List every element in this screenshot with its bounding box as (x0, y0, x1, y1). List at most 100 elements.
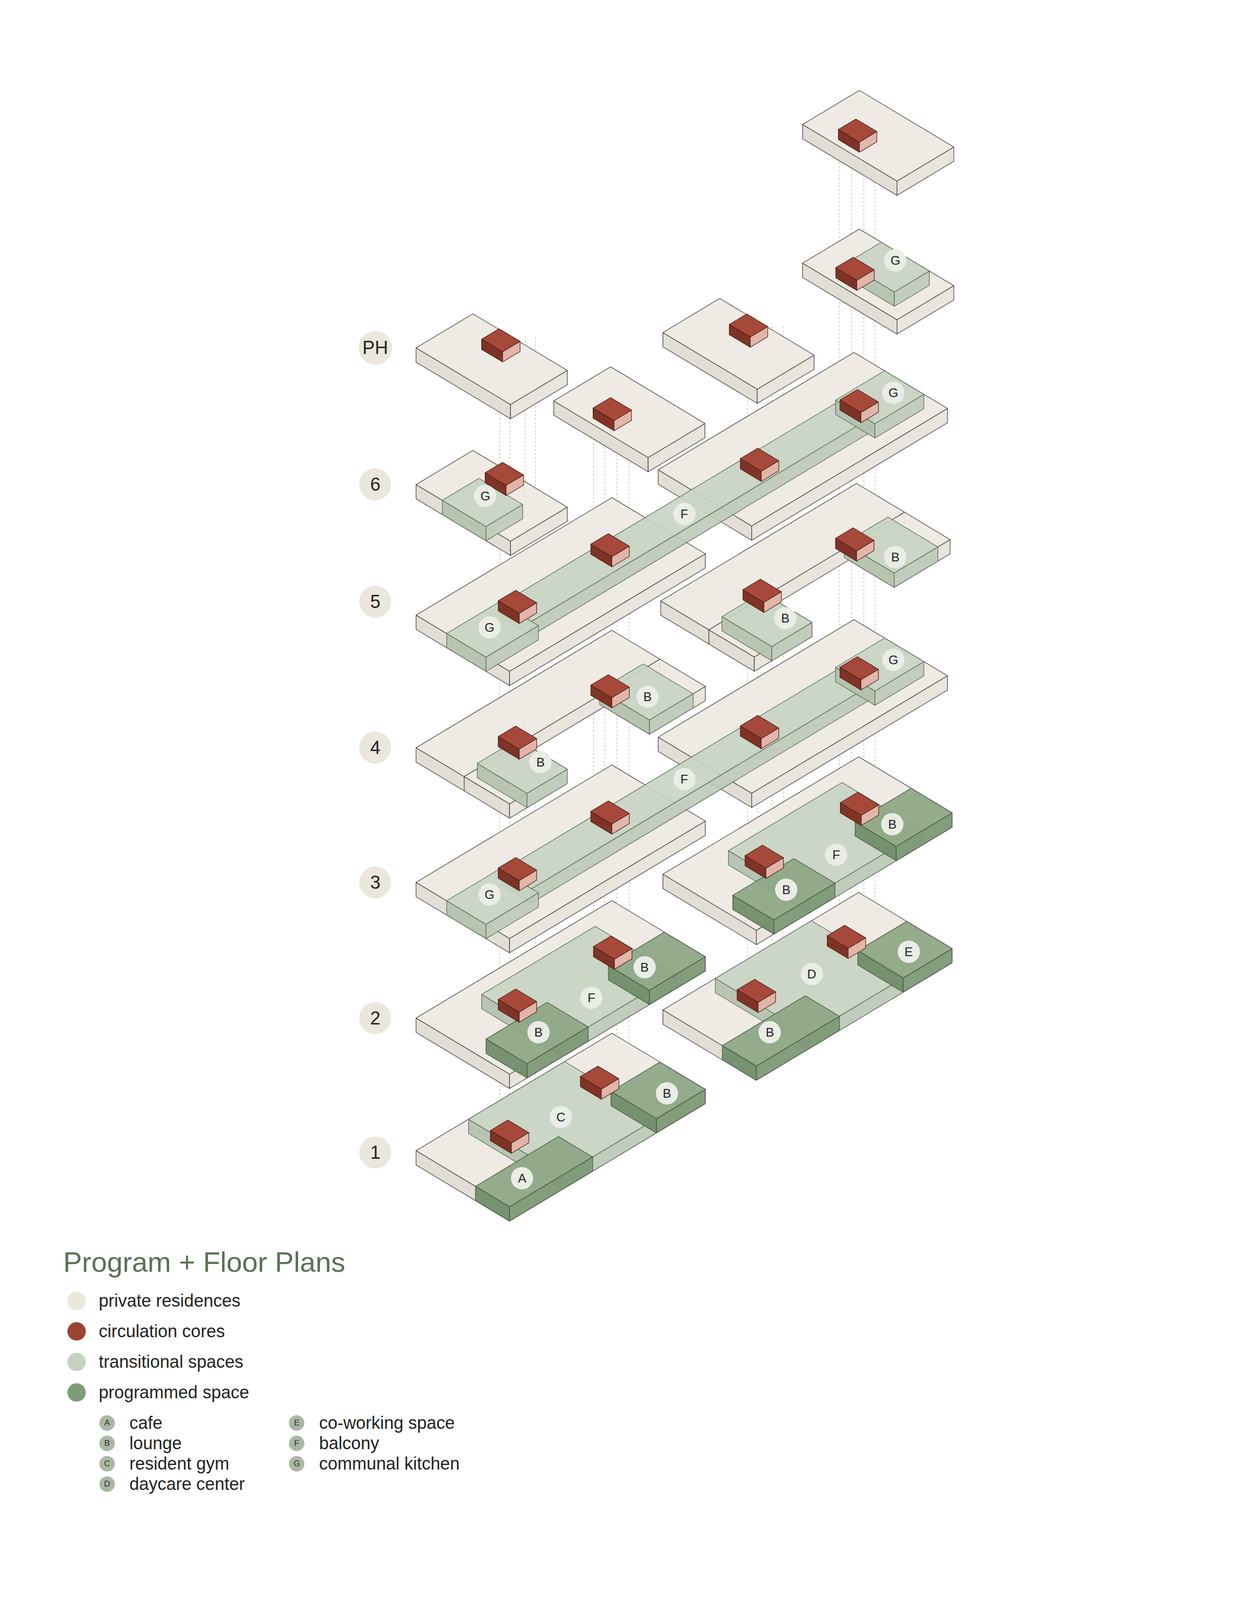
program-letter: B (536, 755, 545, 769)
program-letter: G (484, 620, 495, 634)
legend-label: programmed space (98, 1382, 250, 1402)
legend-letter-circle: E (288, 1414, 305, 1431)
program-tag: C (549, 1105, 572, 1128)
legend-label: cafe (129, 1412, 163, 1433)
program-letter: G (888, 386, 899, 399)
floor-slab (475, 1136, 593, 1207)
legend-letter: C (104, 1458, 111, 1469)
legend-key: Eco-working space (288, 1412, 455, 1433)
circulation-core (740, 715, 779, 739)
program-letter: B (662, 1086, 671, 1100)
circulation-core (498, 589, 537, 614)
legend-swatch (67, 1382, 86, 1402)
circulation-core (840, 792, 879, 816)
program-letter: A (518, 1171, 527, 1185)
floor-label: 2 (370, 1008, 381, 1028)
program-tag: A (510, 1166, 534, 1189)
program-tag: B (633, 955, 656, 979)
legend-key: Ddaycare center (99, 1473, 245, 1494)
legend-label: daycare center (129, 1473, 245, 1494)
floor-slab (802, 90, 954, 181)
legend-swatch (67, 1321, 86, 1341)
legend-label: co-working space (318, 1412, 455, 1433)
circulation-core (498, 857, 537, 881)
program-letter: G (890, 253, 901, 267)
legend-label: circulation cores (98, 1321, 225, 1341)
circulation-core (737, 979, 776, 1003)
program-letter: B (534, 1025, 543, 1039)
legend-letter-circle: F (288, 1435, 305, 1451)
legend-swatch (67, 1291, 86, 1310)
program-tag: E (897, 940, 920, 963)
legend-entry: programmed space (67, 1382, 250, 1402)
circulation-core (590, 674, 630, 698)
program-tag: B (758, 1020, 781, 1044)
floor-slab (611, 1061, 706, 1119)
circulation-core (593, 935, 632, 960)
legend-letter-circle: A (99, 1414, 115, 1431)
floor-number: PH (358, 331, 393, 365)
program-tag: B (884, 545, 907, 569)
circulation-core (593, 397, 632, 421)
legend-label: private residences (98, 1290, 241, 1311)
program-letter: F (680, 507, 689, 521)
program-tag: G (478, 883, 501, 906)
floor-number: 4 (359, 731, 392, 764)
circulation-core (839, 656, 879, 680)
circulation-core (580, 1065, 619, 1090)
program-letter: B (643, 690, 652, 703)
program-letter: G (480, 489, 491, 503)
circulation-core (590, 533, 630, 557)
floor-number: 6 (359, 468, 392, 501)
program-letter: B (887, 817, 897, 831)
legend-letter-circle: C (99, 1455, 115, 1472)
circulation-core (498, 988, 537, 1013)
program-tag: F (580, 986, 603, 1009)
program-letter: F (587, 991, 596, 1004)
legend-key: Acafe (99, 1412, 163, 1433)
floor-number: 1 (359, 1136, 392, 1169)
program-tag: F (673, 502, 696, 525)
floor-slab (802, 229, 954, 320)
floor-slab (857, 920, 953, 978)
program-tag: G (478, 616, 501, 639)
floor-slab (855, 788, 952, 847)
program-tag: F (673, 767, 696, 791)
diagram-title: Program + Floor Plans (63, 1246, 346, 1278)
legend-entry: private residences (67, 1290, 241, 1311)
legend-entry: circulation cores (67, 1321, 225, 1341)
program-tag: D (800, 962, 824, 985)
legend-letter-circle: B (99, 1435, 115, 1451)
legend-letter: D (104, 1479, 111, 1489)
program-tag: B (775, 878, 798, 901)
floor-label: PH (362, 338, 389, 357)
circulation-core (744, 844, 784, 869)
floor-label: 6 (370, 475, 381, 494)
floor-slab (554, 366, 706, 458)
floor-number: 5 (359, 585, 392, 618)
floor-slab (608, 931, 706, 990)
circulation-core (827, 924, 866, 949)
legend-letter-circle: G (288, 1455, 305, 1472)
circulation-core (835, 527, 874, 552)
floor-number: 2 (359, 1001, 392, 1034)
program-tag: G (884, 249, 907, 272)
floor-slab (722, 995, 840, 1066)
program-tag: F (824, 843, 848, 866)
program-letter: D (807, 967, 817, 981)
floor-slab (531, 416, 872, 636)
legend-entry: transitional spaces (67, 1351, 244, 1372)
circulation-core (838, 118, 877, 143)
legend-label: resident gym (129, 1453, 230, 1474)
circulation-core (839, 389, 879, 413)
program-letter: G (888, 653, 899, 666)
legend-label: transitional spaces (98, 1351, 244, 1372)
circulation-core (590, 800, 630, 824)
legend-label: lounge (129, 1433, 182, 1453)
legend-letter: G (293, 1458, 301, 1469)
legend-swatch (67, 1352, 86, 1371)
program-letter: F (832, 848, 840, 861)
floor-plates (415, 90, 954, 1221)
floor-slab (663, 298, 815, 390)
program-tag: B (655, 1081, 679, 1105)
